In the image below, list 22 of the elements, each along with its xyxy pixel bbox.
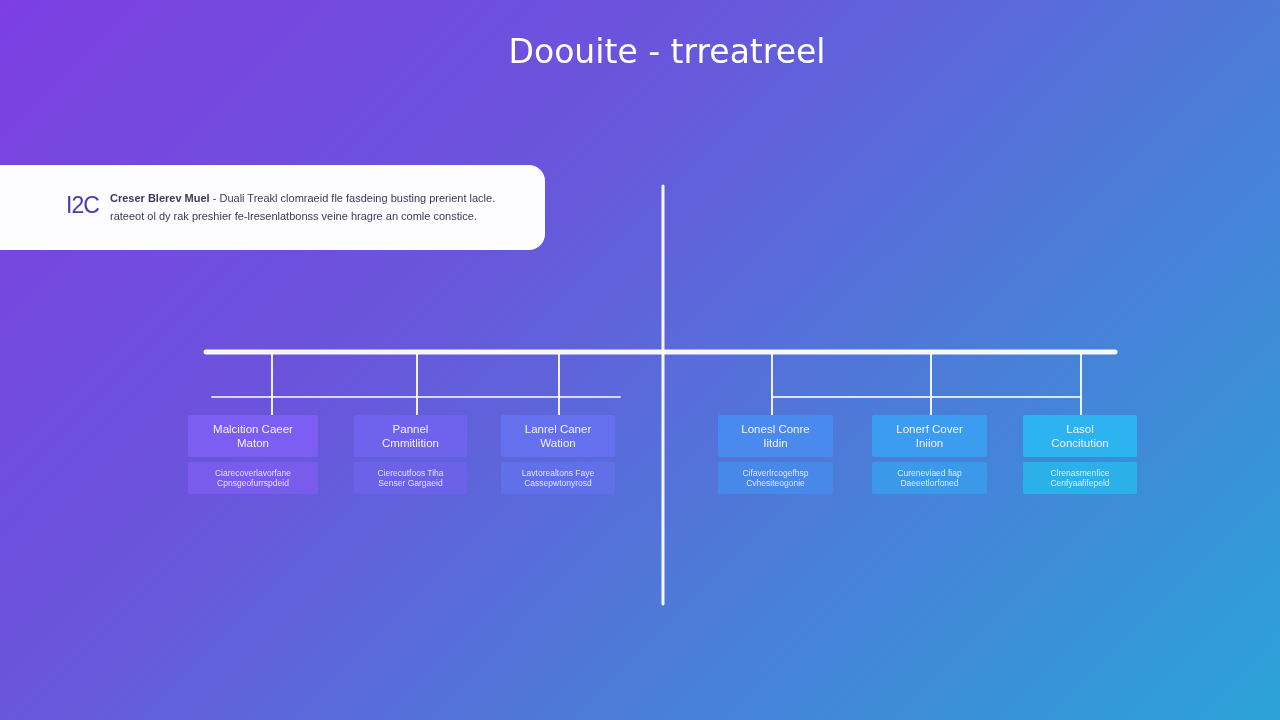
connector-line [771,351,773,416]
category-card: Lonesl Conre Iitdin [718,415,833,457]
detail-card: Cureneviaed fiap Daeeetlorfoned [872,462,987,494]
detail-card: Lavtorealtons Faye Cassepwtonyrosd [501,462,615,494]
title: Doouite - trreatreel [508,32,826,71]
abbreviation-label: I2C [66,191,99,219]
category-card: Pannel Cmmitlition [354,415,467,457]
category-card: Lasol Concitution [1023,415,1137,457]
detail-card: Cierecutfoos Tiha Senser Gargaeid [354,462,467,494]
connector-line [558,351,560,416]
connector-line [930,351,932,416]
info-panel [0,165,545,250]
detail-card: Cifaverlrcogefhsp Cvhesiteogonie [718,462,833,494]
connector-line [271,351,273,416]
category-card: Malcition Caeer Maton [188,415,318,457]
category-card: Lanrel Caner Wation [501,415,615,457]
detail-card: Clrenasmenfice Cenfyaafifepeld [1023,462,1137,494]
detail-card: Ciarecoverlavorfane Cpnsgeofurrspdeid [188,462,318,494]
connector-line [1080,351,1082,416]
description-text: Creser Blerev Muel - Duali Treakl clomraeid fle fasdeing busting prerient lacle. rateeot ol dy rak preshier fe-lresenlatbonss veine hragre an comle constice. [110,191,497,224]
category-card: Lonerf Cover Iniion [872,415,987,457]
connector-line [416,351,418,416]
